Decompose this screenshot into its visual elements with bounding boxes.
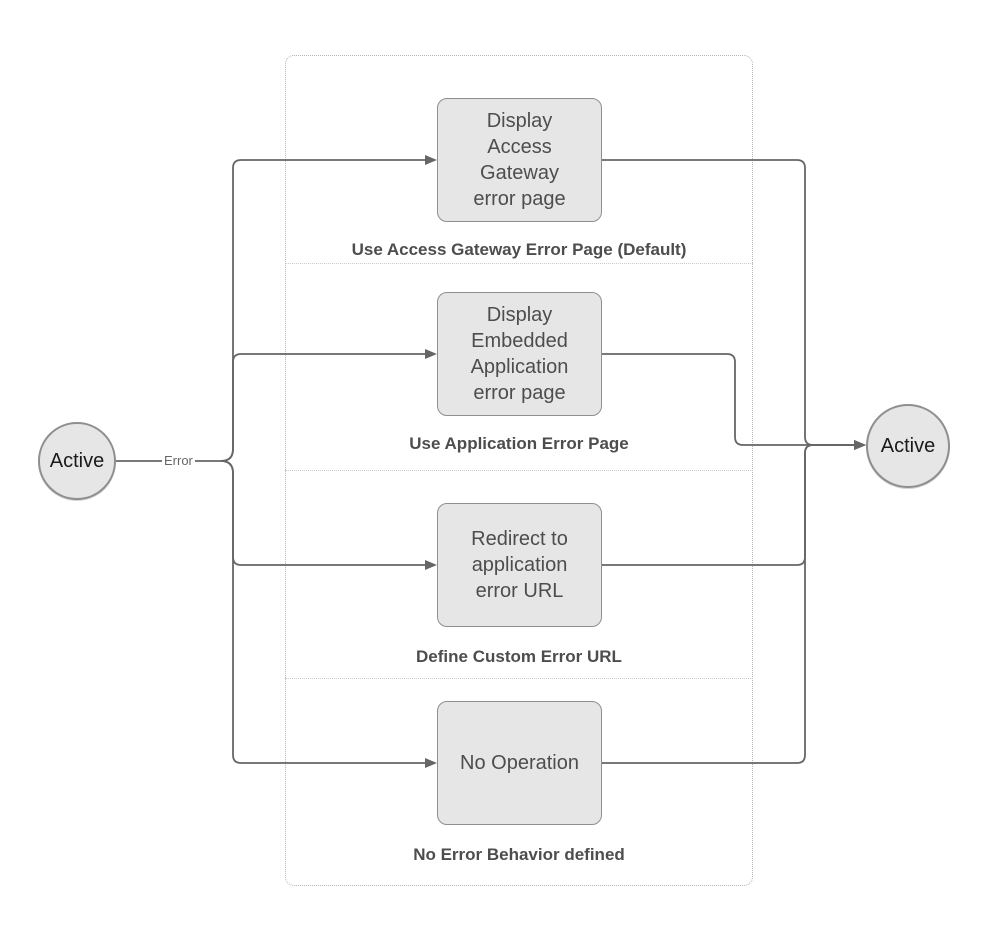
task-text: No Operation: [460, 752, 579, 774]
edge-redirect-url-to-active: [602, 440, 866, 566]
lane-label-use-application-error-page: Use Application Error Page: [409, 434, 629, 453]
edge-error-to-redirect-url: [220, 460, 437, 570]
task-no-operation[interactable]: No Operation: [437, 701, 602, 825]
task-display-access-gateway-error-page[interactable]: Display Access Gateway error page: [437, 98, 602, 222]
transition-label-error: Error: [162, 453, 195, 468]
edge-embedded-page-to-active: [602, 353, 866, 450]
lane-label-no-error-behavior-defined: No Error Behavior defined: [413, 845, 625, 864]
task-text: Display Embedded Application error page: [470, 304, 569, 404]
edge-error-to-embedded-page: [220, 349, 437, 462]
end-state-label: Active: [880, 434, 936, 457]
task-display-embedded-application-error-page[interactable]: Display Embedded Application error page: [437, 292, 602, 416]
edge-no-operation-to-active: [602, 440, 866, 764]
edge-error-to-no-operation: [220, 460, 437, 768]
edge-gateway-page-to-active: [602, 159, 866, 450]
lane-label-define-custom-error-url: Define Custom Error URL: [416, 647, 622, 666]
lane-label-use-access-gateway-error-page: Use Access Gateway Error Page (Default): [351, 240, 687, 259]
lane-divider-3: [285, 678, 753, 679]
lane-divider-1: [285, 263, 753, 264]
task-text: Display Access Gateway error page: [473, 110, 566, 210]
edge-error-to-gateway-page: [220, 155, 437, 462]
start-state-label: Active: [49, 449, 105, 472]
end-state-active[interactable]: Active: [866, 404, 950, 488]
task-redirect-to-application-error-url[interactable]: Redirect to application error URL: [437, 503, 602, 627]
lane-divider-2: [285, 470, 753, 471]
start-state-active[interactable]: Active: [38, 422, 116, 500]
task-text: Redirect to application error URL: [471, 528, 568, 602]
